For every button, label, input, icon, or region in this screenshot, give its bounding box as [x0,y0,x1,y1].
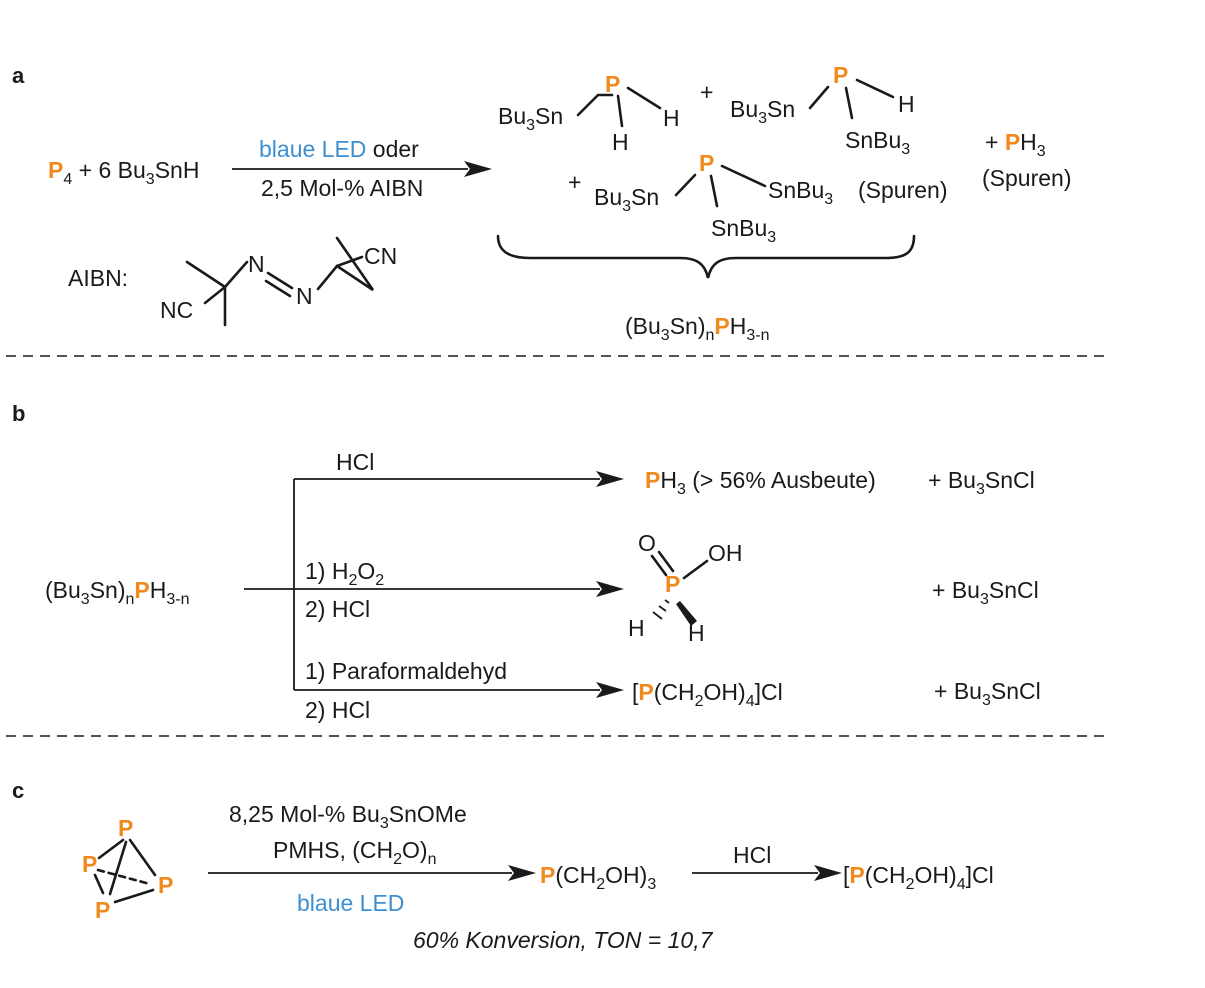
product-distannylphosphine: Bu3Sn P H SnBu3 [730,62,915,158]
route2-step2: 2) HCl [305,596,370,622]
aibn-structure: NC N N CN [160,236,397,327]
ph3-trace: + PH3 [985,129,1046,160]
conditions-c-1: 8,25 Mol-% Bu3SnOMe [229,801,467,832]
route1-reagent: HCl [336,449,374,475]
svg-text:Bu3Sn: Bu3Sn [730,96,795,127]
route3-product: [P(CH2OH)4]Cl [632,679,783,710]
route2-step1: 1) H2O2 [305,558,384,589]
aibn-nc: NC [160,297,193,323]
reactants: P4 + 6 Bu3SnH [48,157,199,188]
svg-text:P: P [118,815,133,841]
svg-text:Bu3Sn: Bu3Sn [498,103,563,134]
svg-text:H: H [612,129,629,155]
start-material-b: (Bu3Sn)nPH3-n [45,577,190,608]
panel-b-label: b [12,401,25,426]
svg-text:N: N [248,251,265,277]
svg-text:SnBu3: SnBu3 [768,177,833,208]
panel-c: c P P P P 8,25 Mol-% Bu3SnOMe PMHS, (CH2… [12,778,994,953]
svg-text:O: O [638,530,656,556]
step2-reagent: HCl [733,842,771,868]
svg-text:N: N [296,283,313,309]
conditions-a-top: blaue LED oder [259,136,419,162]
route1-product: PH3 (> 56% Ausbeute) [645,467,876,498]
svg-text:Bu3Sn: Bu3Sn [594,184,659,215]
svg-text:H: H [663,105,680,131]
product-tristannylphosphine: + Bu3Sn P SnBu3 SnBu3 (Spuren) [568,150,947,246]
svg-text:+: + [700,79,713,105]
hypophosphorous-acid: O P OH H H [628,530,743,646]
svg-text:OH: OH [708,540,743,566]
product-stannylphosphine: Bu3Sn P H H [498,71,680,155]
p4-tetrahedron: P P P P [82,815,173,923]
panel-b: b (Bu3Sn)nPH3-n HCl PH3 (> 56% Ausbeute)… [12,401,1041,723]
general-formula-a: (Bu3Sn)nPH3-n [625,313,770,344]
route3-step1: 1) Paraformaldehyd [305,658,507,684]
route1-byproduct: + Bu3SnCl [928,467,1035,498]
route2-byproduct: + Bu3SnCl [932,577,1039,608]
svg-text:SnBu3: SnBu3 [845,127,910,158]
final-product: [P(CH2OH)4]Cl [843,862,994,893]
svg-text:(Spuren): (Spuren) [858,177,947,203]
svg-text:SnBu3: SnBu3 [711,215,776,246]
svg-text:H: H [688,620,705,646]
svg-text:H: H [628,615,645,641]
svg-text:H: H [898,91,915,117]
aibn-cn: CN [364,243,397,269]
conditions-c-led: blaue LED [297,890,404,916]
svg-text:+: + [568,169,581,195]
route3-step2: 2) HCl [305,697,370,723]
product-thmp: P(CH2OH)3 [540,862,656,893]
panel-c-label: c [12,778,24,803]
conditions-a-bottom: 2,5 Mol-% AIBN [261,175,423,201]
svg-text:P: P [605,71,620,97]
svg-text:P: P [82,851,97,877]
arrowhead-a [464,161,492,177]
panel-a-label: a [12,63,25,88]
route3-byproduct: + Bu3SnCl [934,678,1041,709]
aibn-label: AIBN: [68,265,128,291]
ph3-trace-note: (Spuren) [982,165,1071,191]
svg-text:P: P [158,872,173,898]
conditions-c-2: PMHS, (CH2O)n [273,837,437,868]
conversion-result: 60% Konversion, TON = 10,7 [413,927,714,953]
panel-a: a P4 + 6 Bu3SnH blaue LED oder 2,5 Mol-%… [12,62,1071,344]
svg-text:P: P [833,62,848,88]
svg-text:P: P [665,571,680,597]
svg-text:P: P [95,897,110,923]
svg-text:P: P [699,150,714,176]
product-brace [496,234,916,279]
